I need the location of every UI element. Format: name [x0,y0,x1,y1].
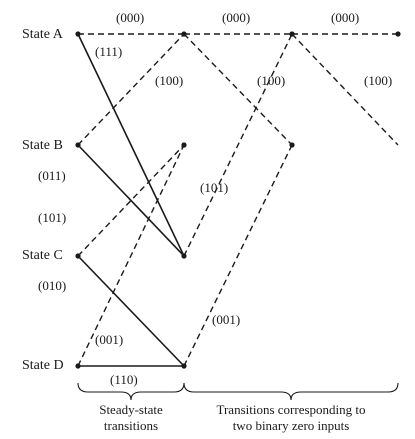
edge-d-b-2 [183,144,293,367]
edge-b-a [77,33,185,146]
edge-a-c-2 [183,33,293,146]
edge-c-d [77,255,185,367]
label-a-a-1: (000) [116,10,144,25]
label-c-d: (010) [38,278,66,293]
state-a-label: State A [22,27,64,42]
node-a-3 [395,31,401,37]
node-a-2 [289,31,295,37]
edge-a-c [77,33,185,257]
zero-caption-line2: two binary zero inputs [233,418,350,433]
state-b-label: State B [22,138,63,153]
steady-state-brace [77,382,185,401]
state-c-label: State C [22,248,63,263]
node-d-1 [181,363,187,369]
state-d-label: State D [22,358,64,373]
label-a-a-2: (000) [222,10,250,25]
label-d-d: (110) [110,372,138,387]
steady-caption-line2: transitions [104,418,158,433]
steady-caption-line1: Steady-state [99,402,163,417]
node-c-1 [181,253,187,259]
label-a-c-4: (100) [364,73,392,88]
node-b-2 [289,142,295,148]
node-a-1 [181,31,187,37]
label-d-b-1: (001) [95,332,123,347]
edge-c-b [77,144,185,257]
label-a-c-1: (111) [95,44,122,59]
node-b-1 [181,142,187,148]
label-a-c-2: (100) [155,73,183,88]
node-d-0 [75,363,81,369]
zero-caption-line1: Transitions corresponding to [216,402,365,417]
label-a-a-3: (000) [331,10,359,25]
edge-a-c-3 [291,33,399,146]
steady-state-transitions [77,33,185,367]
node-b-0 [75,142,81,148]
label-b-a: (011) [38,168,66,183]
edge-b-c [77,144,185,257]
node-a-0 [75,31,81,37]
zero-input-transitions [77,33,399,367]
label-c-b: (101) [38,210,66,225]
trellis-nodes [75,31,401,369]
label-b-c: (101) [200,180,228,195]
label-a-c-3: (100) [257,73,285,88]
zero-input-brace [183,382,399,401]
edge-c-a-2 [183,33,293,257]
edge-d-b-1 [77,144,185,367]
label-d-b-2: (001) [212,312,240,327]
node-c-0 [75,253,81,259]
branch-labels: (000) (000) (000) (111) (100) (100) (100… [38,10,392,387]
